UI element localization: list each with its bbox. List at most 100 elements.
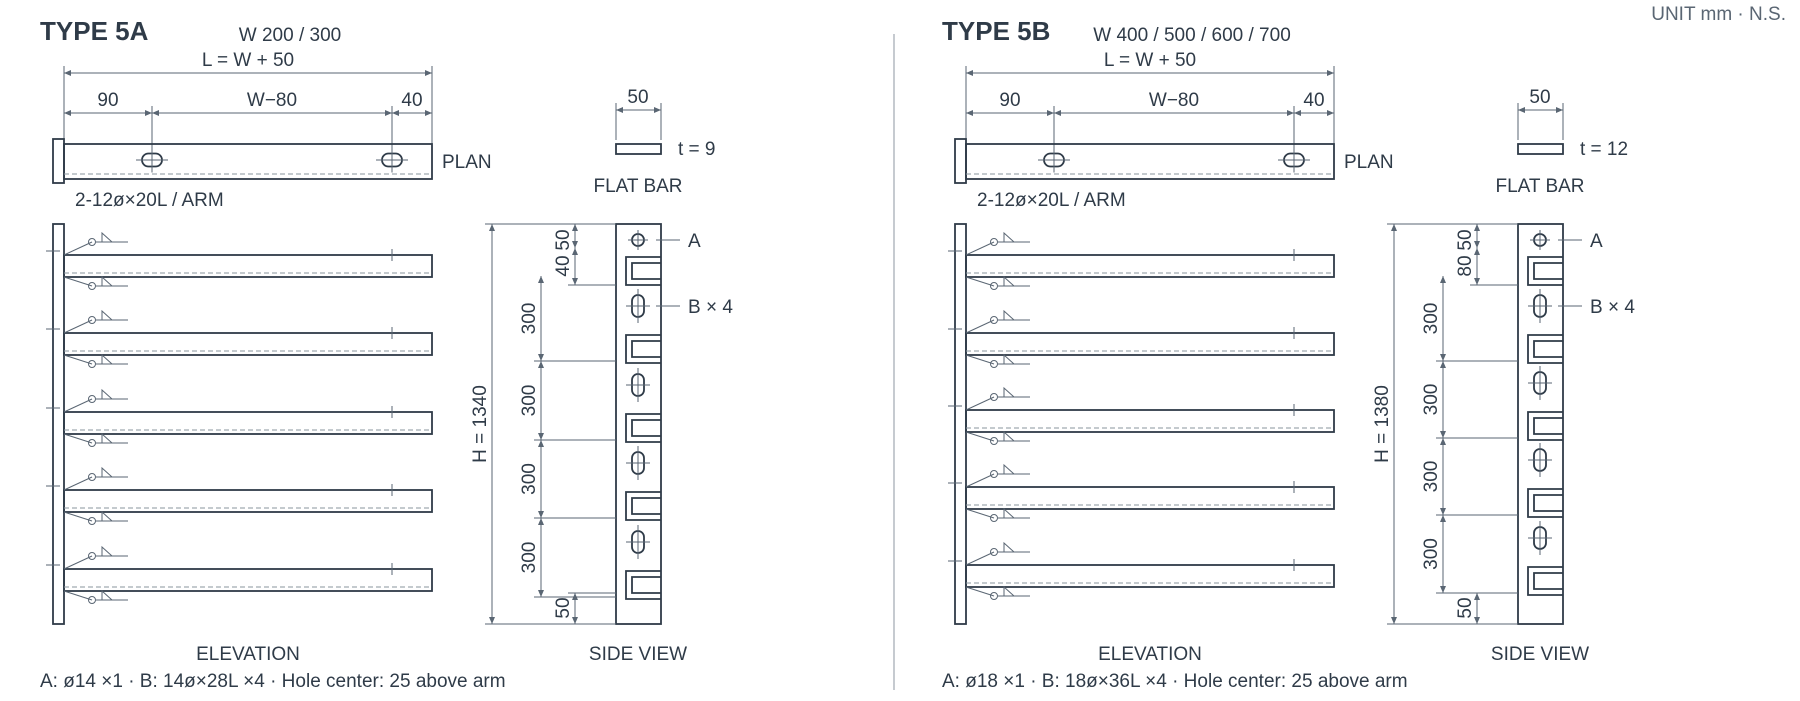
elevation-post: [954, 223, 967, 625]
fillet-weld-icon: [1003, 463, 1015, 475]
top-dim-text: 50: [1455, 229, 1476, 250]
fillet-weld-icon: [1003, 231, 1015, 243]
weld-symbol-icon: [88, 360, 96, 368]
weld-leader: [63, 354, 93, 365]
arrowhead: [1474, 248, 1480, 255]
weld-symbol-icon: [88, 395, 96, 403]
weld-leader: [965, 276, 995, 287]
arrowhead: [1047, 110, 1054, 116]
dim-text-40: 40: [1303, 90, 1324, 111]
weld-leader: [965, 319, 995, 334]
bottom-dim-text: 50: [1455, 597, 1476, 618]
fillet-weld-icon: [1003, 275, 1015, 287]
arrowhead: [1440, 586, 1446, 593]
arrowhead: [572, 617, 578, 624]
type-title: TYPE 5B: [942, 16, 1050, 46]
dim-text-90: 90: [999, 90, 1020, 111]
arrowhead: [1391, 224, 1397, 231]
arrowhead: [64, 70, 71, 76]
weld-symbol-icon: [990, 548, 998, 556]
hole-b-label: B × 4: [688, 297, 733, 318]
hole-note: 2-12ø×20L / ARM: [977, 190, 1126, 211]
arrowhead: [1287, 110, 1294, 116]
elevation-label: ELEVATION: [1098, 644, 1202, 665]
elevation-arm: [948, 541, 1335, 600]
weld-symbol-icon: [990, 437, 998, 445]
elevation-arm: [948, 463, 1335, 522]
side-view-bar: [1517, 223, 1564, 625]
arrowhead: [616, 107, 623, 113]
arrowhead: [1440, 515, 1446, 522]
fillet-weld-icon: [1003, 309, 1015, 321]
fillet-weld-icon: [101, 231, 113, 243]
arrowhead: [1327, 110, 1334, 116]
weld-leader: [63, 433, 93, 444]
weld-leader: [63, 276, 93, 287]
arrowhead: [1518, 107, 1525, 113]
arm-body: [63, 568, 433, 592]
arrowhead: [385, 110, 392, 116]
height-label: H = 1340: [470, 385, 491, 463]
plan-arm: [63, 143, 433, 180]
fillet-weld-icon: [101, 432, 113, 444]
arrowhead: [489, 617, 495, 624]
arrowhead: [538, 276, 544, 283]
arrowhead: [966, 70, 973, 76]
arm-body: [63, 489, 433, 513]
flat-bar-label: FLAT BAR: [593, 176, 682, 197]
unit-label: UNIT mm · N.S.: [1651, 4, 1786, 25]
weld-symbol-icon: [990, 514, 998, 522]
arrowhead: [966, 110, 973, 116]
pitch-text: 300: [519, 542, 540, 574]
plan-arm: [965, 143, 1335, 180]
arrowhead: [1440, 276, 1446, 283]
weld-leader: [965, 241, 995, 256]
weld-leader: [63, 511, 93, 522]
arm-body: [965, 564, 1335, 588]
fillet-weld-icon: [101, 589, 113, 601]
dim-text-w-80: W−80: [1149, 90, 1199, 111]
width-options: W 200 / 300: [239, 25, 341, 46]
weld-symbol-icon: [990, 360, 998, 368]
arrowhead: [1440, 438, 1446, 445]
arm-body: [965, 254, 1335, 278]
arrowhead: [1474, 278, 1480, 285]
channel-section: [1527, 488, 1563, 518]
side-view-label: SIDE VIEW: [1491, 644, 1589, 665]
elevation-label: ELEVATION: [196, 644, 300, 665]
fillet-weld-icon: [1003, 541, 1015, 553]
flat-bar-thickness: t = 9: [678, 139, 716, 160]
arrowhead: [654, 107, 661, 113]
fillet-weld-icon: [101, 466, 113, 478]
channel-section: [625, 570, 661, 600]
dim-text-w-80: W−80: [247, 90, 297, 111]
pitch-text: 300: [519, 303, 540, 335]
channel-section: [1527, 411, 1563, 441]
hole-note: 2-12ø×20L / ARM: [75, 190, 224, 211]
fillet-weld-icon: [101, 353, 113, 365]
flat-bar-section: [1517, 143, 1564, 155]
pitch-text: 300: [1421, 303, 1442, 335]
elevation-arm: [46, 231, 433, 290]
footnote: A: ø14 ×1 · B: 14ø×28L ×4 · Hole center:…: [40, 671, 506, 692]
elevation-arm: [948, 386, 1335, 445]
weld-leader: [965, 586, 995, 597]
arrowhead: [572, 224, 578, 231]
arrowhead: [1474, 617, 1480, 624]
arrowhead: [538, 511, 544, 518]
weld-symbol-icon: [990, 282, 998, 290]
length-formula: L = W + 50: [202, 50, 294, 71]
weld-leader: [63, 241, 93, 256]
bottom-dim-text: 50: [553, 597, 574, 618]
elevation-arm: [46, 309, 433, 368]
second-dim-text: 80: [1455, 255, 1476, 276]
side-view-label: SIDE VIEW: [589, 644, 687, 665]
arrowhead: [1556, 107, 1563, 113]
arrowhead: [572, 248, 578, 255]
elevation-arm: [46, 545, 433, 604]
channel-section: [1527, 566, 1563, 596]
arrowhead: [1474, 241, 1480, 248]
arrowhead: [538, 433, 544, 440]
